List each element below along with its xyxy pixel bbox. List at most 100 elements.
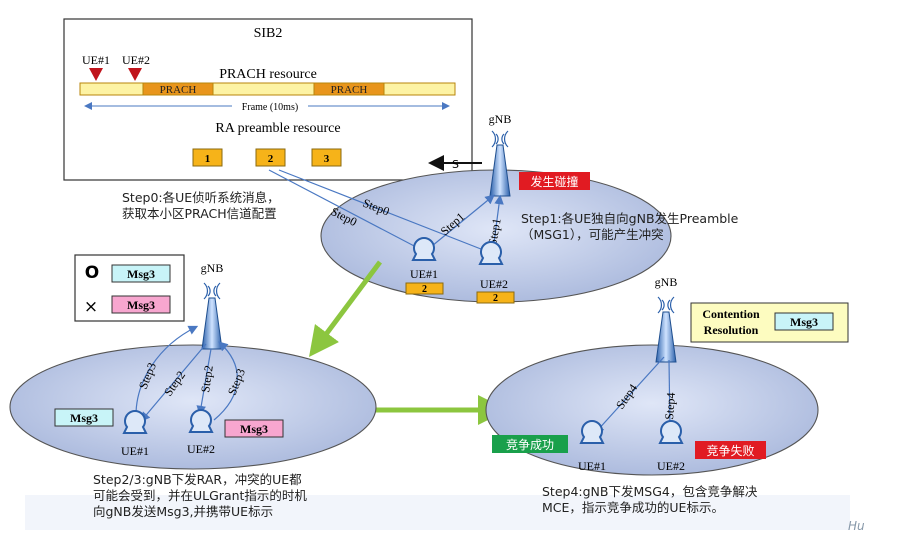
preamble-3 [311, 148, 342, 167]
prach-slot-1-label: PRACH [160, 84, 197, 96]
step4-caption: Step4:gNB下发MSG4，包含竞争解决 MCE，指示竞争成功的UE标示。 [542, 484, 757, 516]
legend-msg3-ok [111, 264, 171, 283]
gnb-left-label: gNB [201, 261, 224, 275]
step2-line-ue2 [196, 348, 212, 416]
preamble-3-label: 3 [324, 153, 330, 165]
gnb-right-label: gNB [655, 275, 678, 289]
signal-icon [203, 282, 221, 300]
frame-bar [79, 82, 456, 96]
contention-resolution-box: Contention Resolution Msg3 [690, 302, 849, 343]
ue2-preamble-chip-label: 2 [493, 293, 498, 304]
sib2-title: SIB2 [254, 26, 283, 41]
ue2-msg3-label: Msg3 [240, 422, 268, 436]
collision-badge-label: 发生碰撞 [530, 174, 578, 189]
ue1-top: UE#1 2 [405, 237, 444, 295]
ra-preamble-label: RA preamble resource [215, 121, 340, 136]
ue1-msg3-box [54, 408, 114, 427]
legend-msg3-fail-label: Msg3 [127, 298, 155, 312]
frame-label: Frame (10ms) [242, 102, 298, 113]
step3-curve-ue1 [135, 325, 199, 419]
ue1-right-label: UE#1 [578, 459, 606, 473]
cell-left [9, 344, 377, 470]
step3-curve-ue2 [213, 341, 238, 421]
prach-slot-2 [313, 82, 385, 96]
step1-label-2: Step1 [485, 217, 504, 246]
step23-caption-line: 向gNB发送Msg3,并携带UE标示 [93, 504, 274, 519]
antenna-tower-icon [489, 144, 511, 197]
fail-badge-label: 竞争失败 [706, 443, 754, 458]
contention-msg3-box [774, 312, 834, 331]
step0-line-ue2 [278, 169, 487, 252]
contention-line2: Resolution [704, 323, 759, 337]
ue1-msg3-label: Msg3 [70, 411, 98, 425]
sib2-panel: SIB2 UE#1 UE#2 PRACH resource PRACH PRAC… [63, 18, 473, 181]
success-badge [492, 435, 568, 453]
step23-caption: Step2/3:gNB下发RAR，冲突的UE都 可能会受到，并在ULGrant指… [93, 472, 307, 520]
step4-line-ue1 [594, 356, 665, 434]
gnb-top-label: gNB [489, 112, 512, 126]
antenna-tower-icon [655, 311, 677, 363]
transition-arrow-1 [309, 260, 383, 358]
step4-caption-line: Step4:gNB下发MSG4，包含竞争解决 [542, 484, 758, 499]
truncated-arrow-label: S [452, 158, 459, 171]
legend-msg3-ok-label: Msg3 [127, 267, 155, 281]
step1-caption-line: （MSG1），可能产生冲突 [521, 227, 664, 242]
signal-icon [491, 130, 509, 148]
ue1-top-label: UE#1 [410, 267, 438, 281]
gnb-right: gNB [655, 275, 678, 363]
prach-slot-1 [142, 82, 214, 96]
step1-caption-line: Step1:各UE独自向gNB发生Preamble [521, 211, 739, 226]
gnb-left: gNB [201, 261, 224, 350]
phone-icon [478, 241, 504, 265]
footer-band [25, 495, 850, 530]
prach-slot-2-label: PRACH [331, 84, 368, 96]
step23-caption-line: Step2/3:gNB下发RAR，冲突的UE都 [93, 472, 302, 487]
ue2-top-label: UE#2 [480, 277, 508, 291]
step0-caption-line: Step0:各UE侦听系统消息， [122, 190, 280, 205]
collision-badge [519, 172, 590, 190]
ue2-top: UE#2 2 [476, 241, 515, 304]
contention-msg3-label: Msg3 [790, 315, 818, 329]
ue2-right: UE#2 [657, 420, 685, 473]
antenna-tower-icon [201, 297, 223, 350]
ue2-left: UE#2 [187, 409, 215, 456]
step4-label-2: Step4 [662, 392, 678, 420]
phone-icon [658, 420, 684, 444]
step2-line-ue1 [140, 343, 207, 422]
legend-msg3-fail [111, 295, 171, 314]
step23-caption-line: 可能会受到，并在ULGrant指示的时机 [93, 488, 307, 503]
step2-label-2: Step2 [198, 364, 216, 393]
cell-right [485, 344, 819, 476]
preamble-2-label: 2 [268, 153, 274, 165]
ue2-marker-icon [128, 68, 142, 81]
step0-caption: Step0:各UE侦听系统消息， 获取本小区PRACH信道配置 [122, 190, 280, 222]
ue1-left-label: UE#1 [121, 444, 149, 458]
prach-resource-label: PRACH resource [219, 67, 317, 82]
step1-line-ue1 [431, 194, 495, 247]
contention-line1: Contention [702, 307, 760, 321]
ue2-preamble-chip [476, 291, 515, 304]
fail-badge [695, 441, 766, 459]
msg3-legend: O Msg3 × Msg3 [74, 254, 185, 322]
preamble-1 [192, 148, 223, 167]
ue1-right: UE#1 [578, 420, 606, 473]
step0-caption-line: 获取本小区PRACH信道配置 [122, 206, 277, 221]
step4-line-ue2 [665, 359, 675, 433]
step4-caption-line: MCE，指示竞争成功的UE标示。 [542, 500, 724, 515]
ue2-left-label: UE#2 [187, 442, 215, 456]
phone-icon [122, 410, 148, 434]
phone-icon [411, 237, 437, 261]
corner-mark: Hu [848, 519, 865, 533]
ue2-msg3-box [224, 419, 284, 438]
step0-line-ue1 [268, 169, 419, 249]
gnb-top: gNB [489, 112, 512, 197]
success-badge-label: 竞争成功 [506, 438, 554, 452]
preamble-1-label: 1 [205, 153, 211, 165]
phone-icon [188, 409, 214, 433]
legend-x-symbol: × [84, 297, 98, 317]
step1-caption: Step1:各UE独自向gNB发生Preamble （MSG1），可能产生冲突 [521, 211, 738, 243]
sib-ue2-label: UE#2 [122, 53, 150, 67]
preamble-2 [255, 148, 286, 167]
signal-icon [657, 296, 675, 314]
